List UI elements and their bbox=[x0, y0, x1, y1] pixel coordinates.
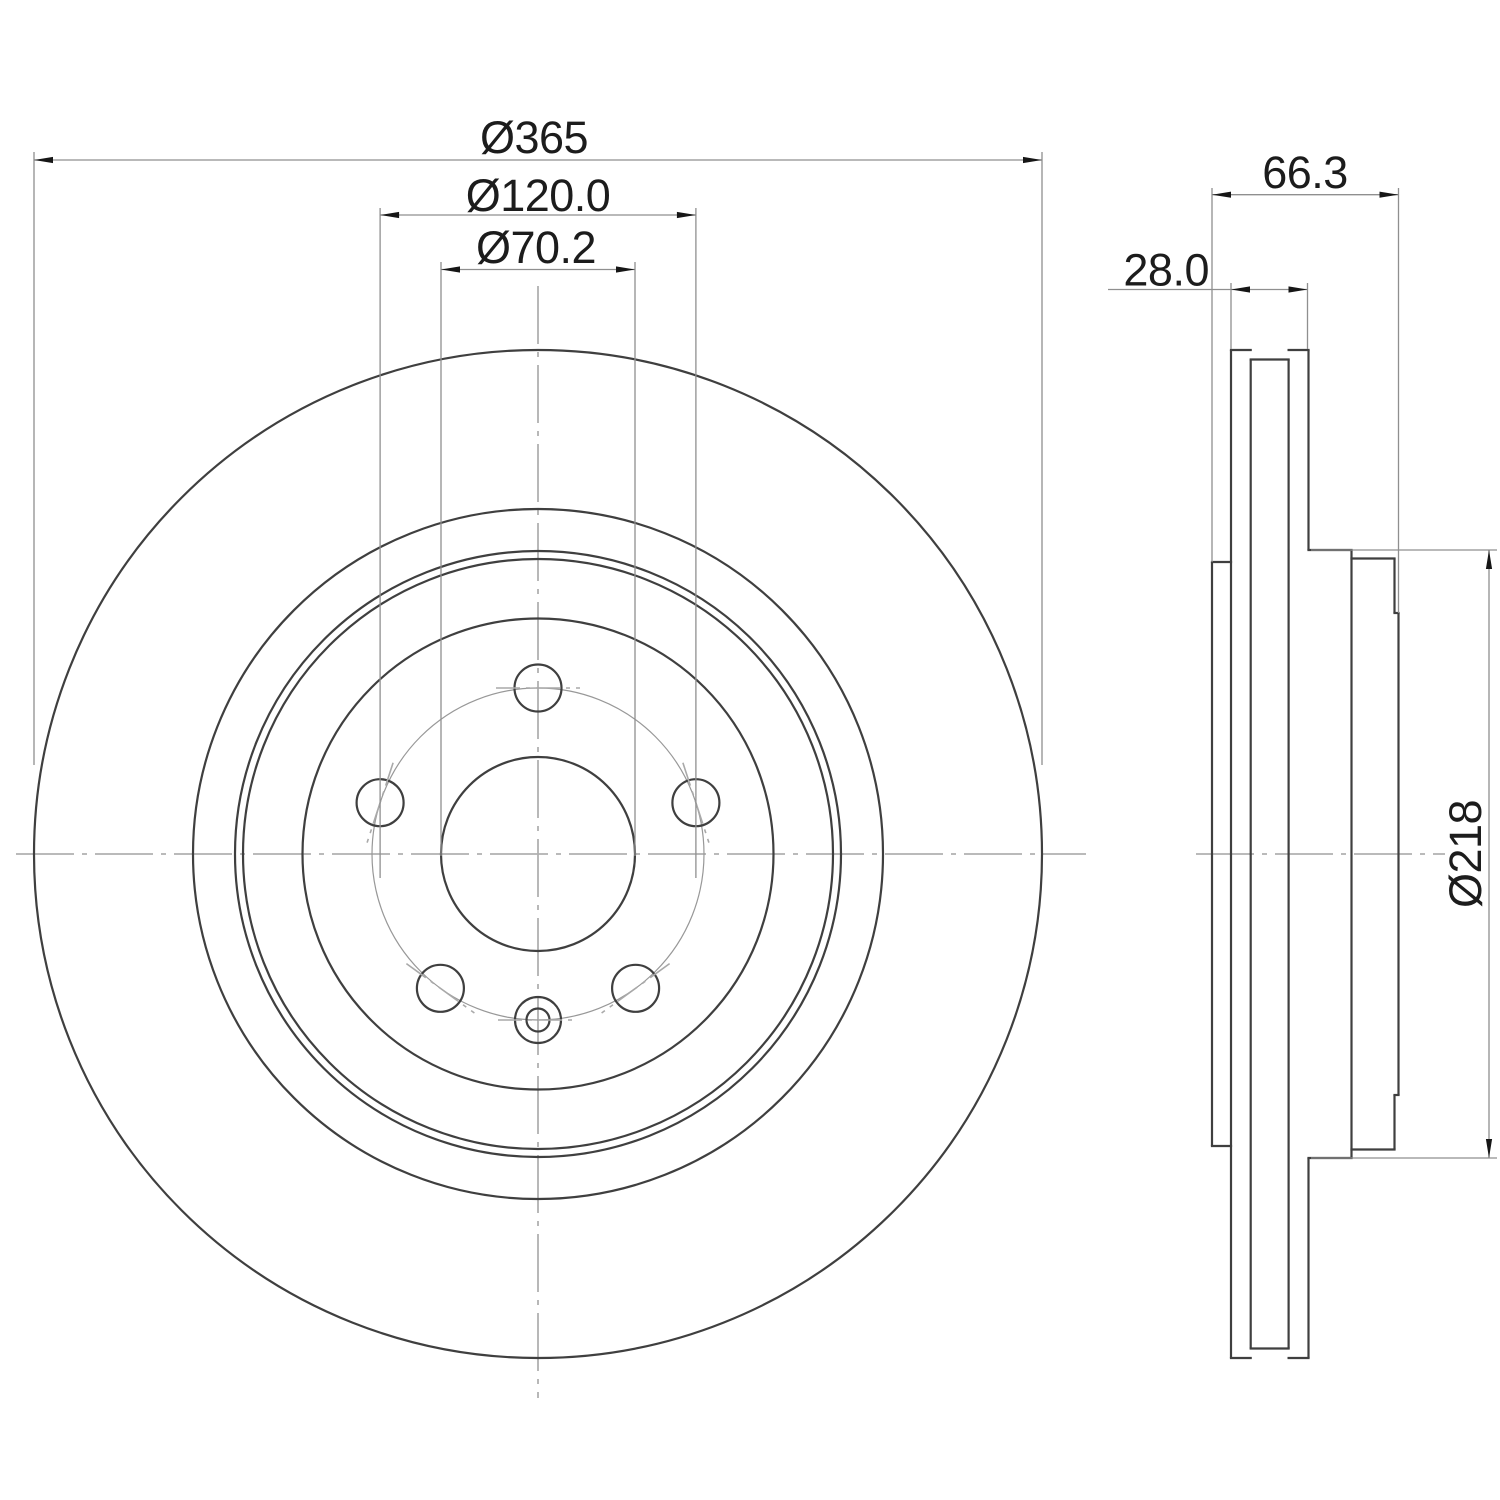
dimension-label-center-bore: Ø70.2 bbox=[476, 222, 596, 273]
locating-screw-hole bbox=[498, 995, 578, 1045]
dimension-label-hat-diameter: Ø218 bbox=[1440, 800, 1491, 908]
dimension-hat-diameter: Ø218 bbox=[1311, 549, 1497, 1159]
bolt-hole-lower-left bbox=[415, 963, 465, 1013]
arrowhead-right bbox=[1023, 156, 1042, 164]
dimension-label-overall-width: 66.3 bbox=[1262, 147, 1348, 198]
arrowhead-top bbox=[1485, 550, 1493, 569]
arrowhead-left bbox=[1231, 286, 1250, 293]
hub-face-circle bbox=[301, 617, 775, 1091]
arrowhead-left bbox=[380, 211, 400, 219]
outer-diameter-circle bbox=[32, 348, 1044, 1360]
front-view-centerlines bbox=[16, 286, 1086, 1398]
hat-step-circle bbox=[241, 557, 835, 1151]
dimension-label-outer-diameter: Ø365 bbox=[480, 112, 588, 163]
side-view-profile bbox=[1210, 348, 1400, 1360]
friction-band-inner-circle bbox=[191, 507, 885, 1201]
bolt-hole-lower-right bbox=[610, 963, 661, 1013]
dimension-bolt-circle-diameter: Ø120.0 bbox=[379, 170, 697, 878]
dimension-disc-thickness: 28.0 bbox=[1108, 245, 1309, 349]
side-view: 66.3 28.0 Ø218 bbox=[1108, 147, 1497, 1360]
dimension-overall-width: 66.3 bbox=[1211, 147, 1400, 613]
arrowhead-left bbox=[441, 266, 460, 273]
bolt-hole-lower-left-center-mark bbox=[405, 962, 475, 1014]
dimension-label-bolt-circle: Ø120.0 bbox=[466, 170, 611, 221]
front-view: Ø365 Ø120.0 Ø70.2 bbox=[16, 112, 1086, 1398]
arrowhead-right bbox=[616, 266, 635, 273]
arrowhead-right bbox=[1379, 191, 1399, 198]
bolt-hole-lower-right-center-mark bbox=[601, 962, 671, 1014]
dimension-outer-diameter: Ø365 bbox=[33, 112, 1043, 765]
hat-outer-circle bbox=[233, 549, 843, 1159]
arrowhead-right bbox=[1288, 286, 1308, 293]
dimension-label-disc-thickness: 28.0 bbox=[1123, 245, 1209, 296]
arrowhead-right bbox=[676, 211, 696, 219]
dimension-center-bore-diameter: Ø70.2 bbox=[440, 222, 636, 856]
arrowhead-left bbox=[1212, 191, 1231, 198]
arrowhead-bottom bbox=[1485, 1139, 1493, 1158]
arrowhead-left bbox=[34, 156, 53, 164]
